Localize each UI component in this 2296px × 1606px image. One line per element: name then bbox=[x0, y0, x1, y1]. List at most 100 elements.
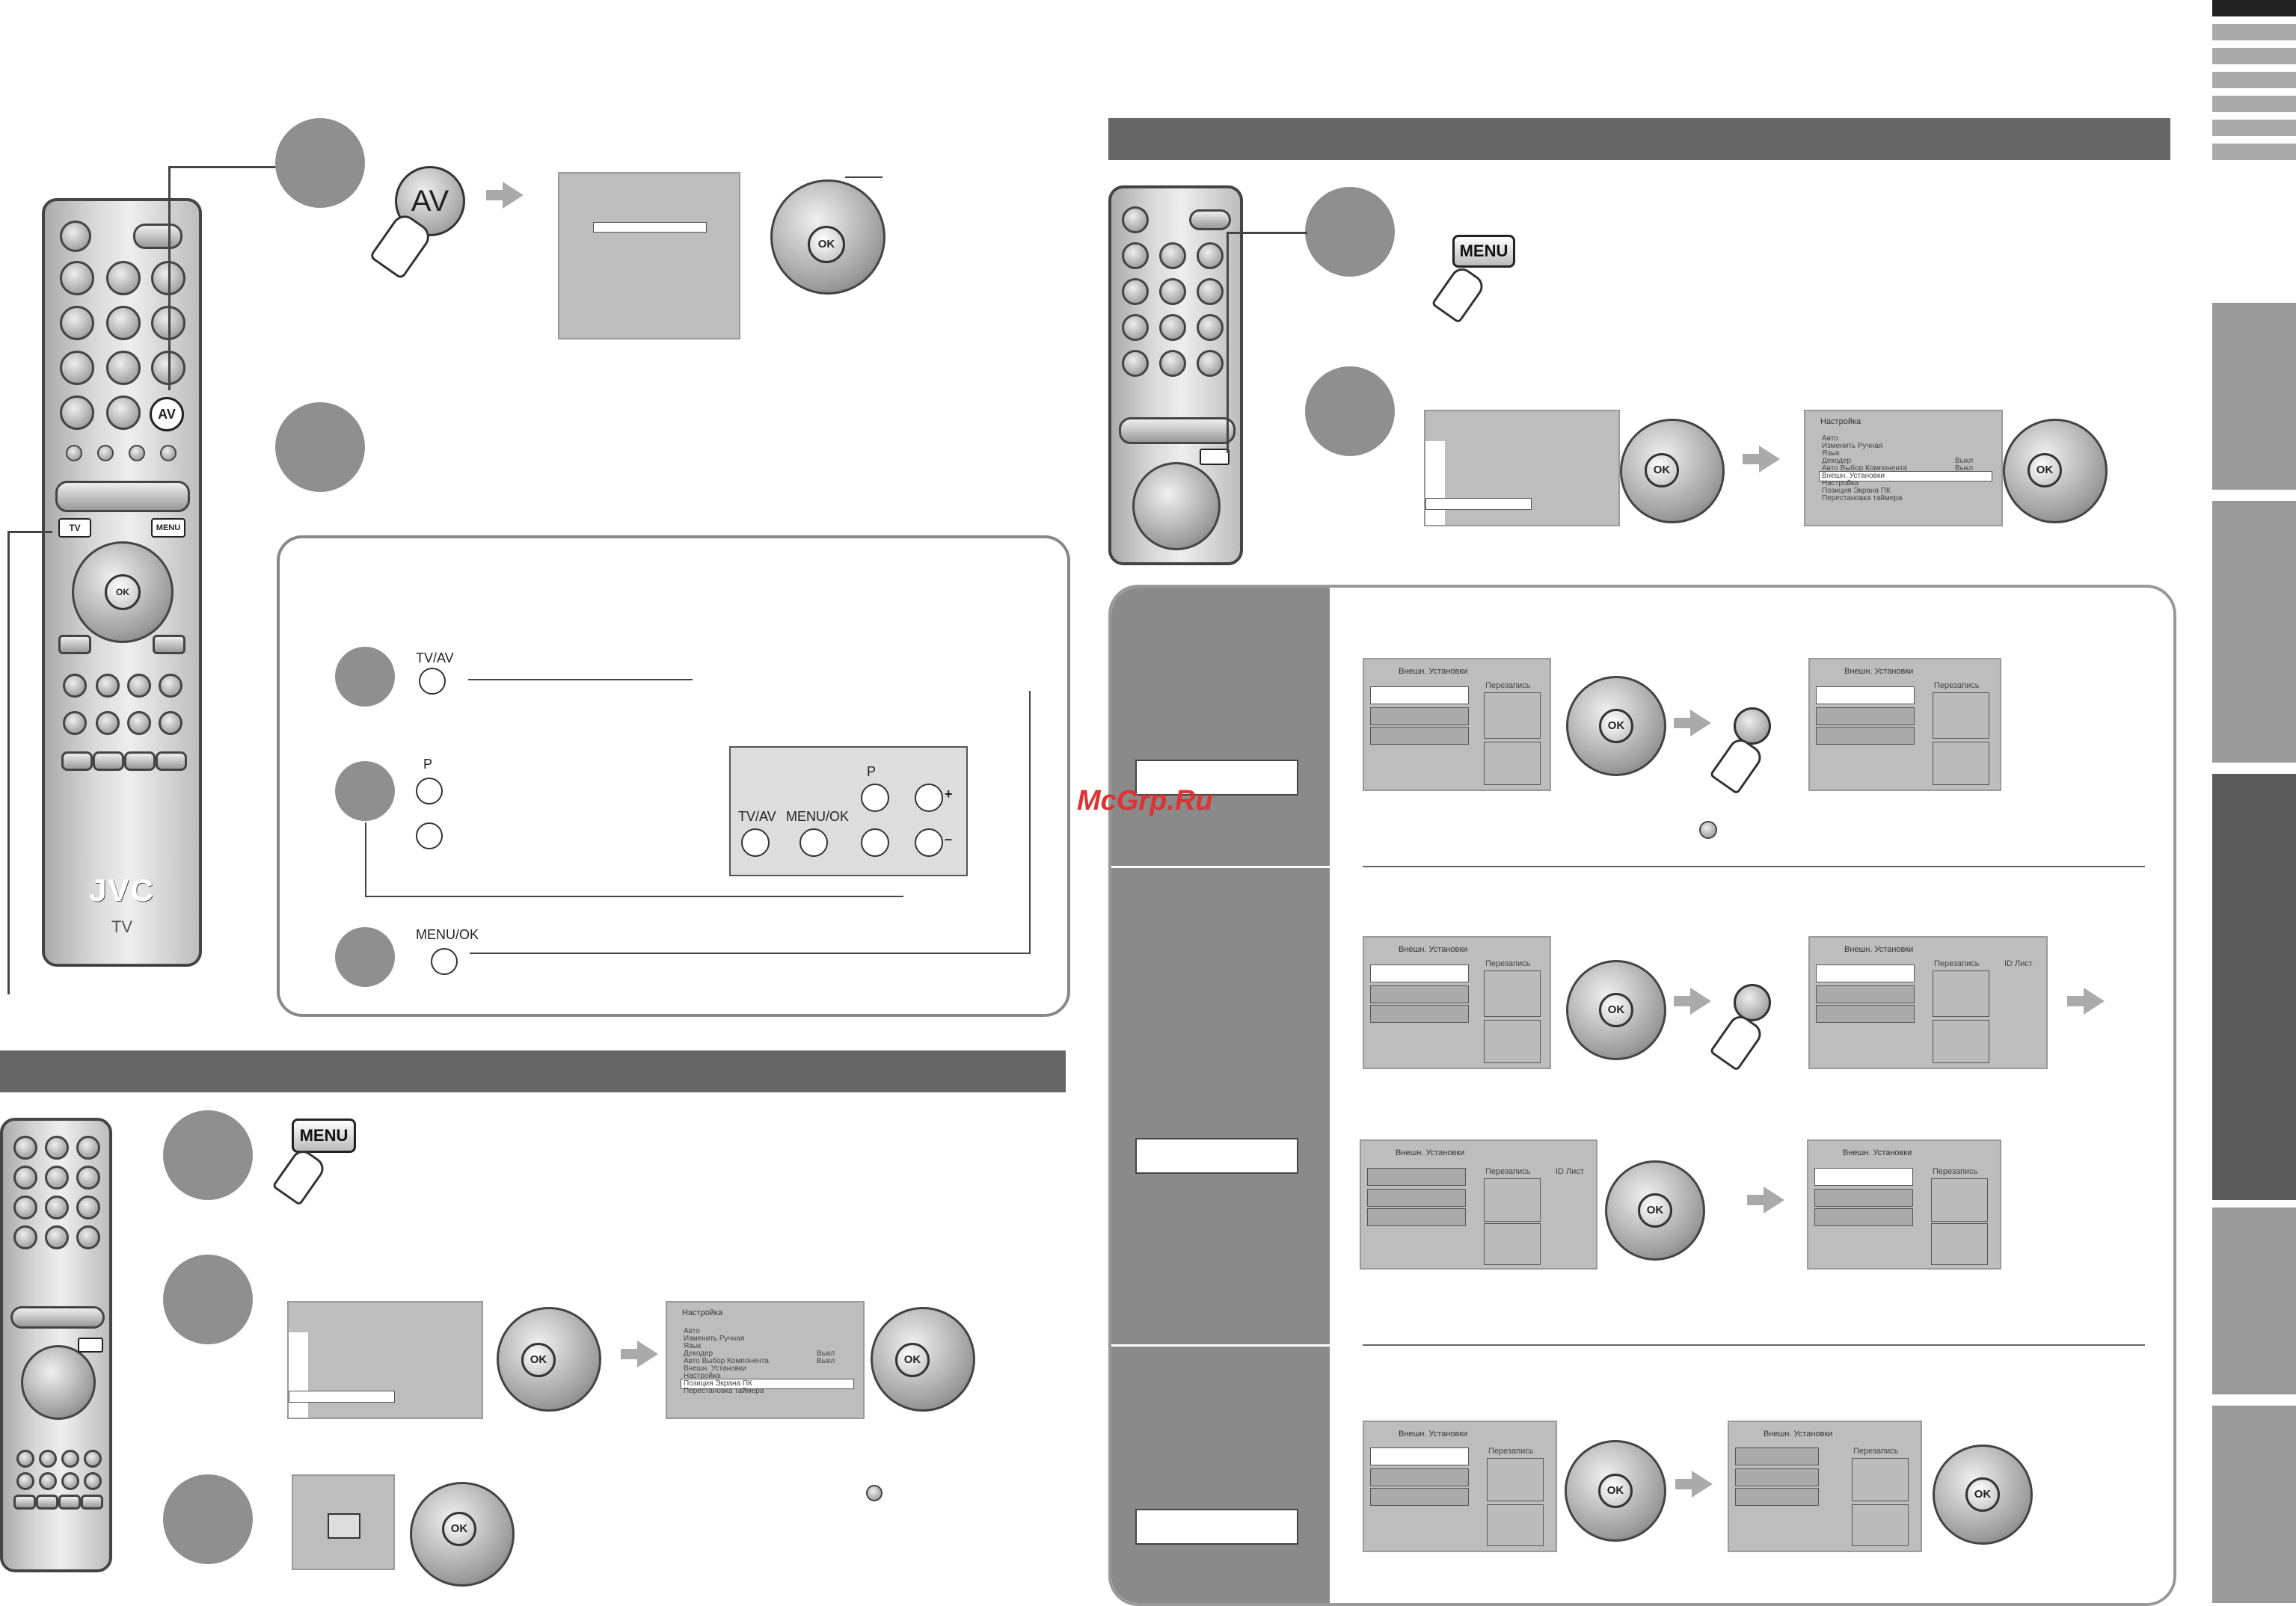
ext-target-box bbox=[1484, 1020, 1541, 1063]
ext-row bbox=[1735, 1468, 1819, 1486]
settings-value: Выкл bbox=[1955, 457, 1974, 465]
ext-target-box bbox=[1933, 970, 1989, 1017]
function-button bbox=[84, 1472, 102, 1490]
ext-row bbox=[1367, 1189, 1466, 1207]
ext-rec-label: Перезапись bbox=[1853, 1447, 1899, 1456]
tv-av-button-icon bbox=[419, 668, 446, 695]
settings-item: Авто bbox=[1822, 434, 1838, 443]
function-button bbox=[39, 1472, 57, 1490]
nav-ok-label: OK bbox=[1607, 1003, 1625, 1016]
connector-line bbox=[1227, 232, 1307, 234]
panel-menu-ok-button bbox=[799, 828, 828, 857]
chapter-tab bbox=[2212, 303, 2296, 490]
settings-item: Декодер bbox=[684, 1350, 713, 1358]
panel-menu-ok-label: MENU/OK bbox=[786, 809, 850, 824]
ext-rec-label: Перезапись bbox=[1934, 959, 1980, 968]
tab-bar bbox=[2212, 96, 2296, 112]
ext-settings-screen: Внешн. Установки Перезапись bbox=[1363, 658, 1551, 791]
number-button bbox=[1159, 314, 1186, 341]
menu-key: MENU bbox=[292, 1119, 356, 1153]
nav-ok-label: OK bbox=[1607, 719, 1625, 732]
tv-button: TV bbox=[58, 518, 91, 538]
ext-target-box bbox=[1484, 970, 1541, 1017]
column-divider bbox=[1111, 866, 1330, 868]
power-button bbox=[133, 224, 182, 249]
ext-title: Внешн. Установки bbox=[1764, 1430, 1833, 1439]
nav-ok-label: OK bbox=[1974, 1488, 1992, 1501]
menu-label: MENU bbox=[156, 523, 181, 532]
color-button bbox=[93, 751, 124, 771]
nav-ok-label: OK bbox=[450, 1522, 468, 1535]
settings-item: Настройка bbox=[684, 1372, 721, 1380]
p-down-button-icon bbox=[416, 822, 443, 849]
function-button bbox=[96, 711, 120, 735]
remote-ok-label: OK bbox=[116, 587, 129, 597]
number-button bbox=[60, 396, 94, 430]
settings-screen: Настройка Авто Изменить Ручная Язык Деко… bbox=[1804, 410, 2003, 526]
nav-ok-button: OK bbox=[1645, 453, 1679, 487]
settings-item: Авто bbox=[684, 1327, 700, 1335]
tab-bar bbox=[2212, 144, 2296, 160]
arrow-right-icon bbox=[621, 1349, 637, 1359]
connector-line bbox=[365, 822, 366, 897]
number-button bbox=[60, 261, 94, 295]
rocker bbox=[10, 1306, 105, 1329]
number-button bbox=[76, 1166, 100, 1190]
tab-bar bbox=[2212, 0, 2296, 16]
highlight-bar bbox=[1819, 471, 1992, 482]
step-circle bbox=[163, 1110, 253, 1200]
nav-ok-button: OK bbox=[1638, 1193, 1672, 1228]
p-up-button-icon bbox=[416, 778, 443, 804]
rocker bbox=[55, 481, 190, 512]
ext-title: Внешн. Установки bbox=[1399, 1430, 1468, 1439]
ext-row bbox=[1367, 1168, 1466, 1186]
av-label: AV bbox=[158, 407, 176, 422]
ext-row bbox=[1814, 1168, 1913, 1186]
menu-key: MENU bbox=[1452, 235, 1515, 268]
number-button bbox=[106, 261, 141, 295]
arrow-right-icon bbox=[1674, 996, 1690, 1006]
position-icon bbox=[328, 1513, 360, 1539]
p-label: P bbox=[423, 757, 433, 772]
number-button bbox=[1122, 242, 1149, 269]
model-label: TV bbox=[111, 917, 133, 936]
number-button bbox=[76, 1196, 100, 1219]
panel-tv-av-button bbox=[741, 828, 770, 857]
color-button bbox=[61, 751, 93, 771]
jvc-logo: JVC bbox=[89, 873, 155, 908]
ext-rec-label: Перезапись bbox=[1485, 959, 1531, 968]
hand-icon bbox=[1431, 263, 1488, 324]
connector-line bbox=[7, 531, 10, 994]
ext-row bbox=[1370, 985, 1469, 1003]
step-circle bbox=[275, 402, 365, 492]
arrow-right-icon bbox=[2084, 988, 2105, 1015]
small-pill bbox=[153, 635, 185, 654]
arrow-right-icon bbox=[1747, 1195, 1764, 1205]
ext-settings-screen: Внешн. Установки Перезапись bbox=[1807, 1139, 2001, 1270]
color-button bbox=[81, 1495, 103, 1510]
ext-rec-label: Перезапись bbox=[1488, 1447, 1534, 1456]
tv-side-panel: TV/AV MENU/OK P + – bbox=[729, 746, 968, 876]
small-pill bbox=[58, 635, 91, 654]
ext-row bbox=[1735, 1447, 1819, 1465]
tab-bar bbox=[2212, 48, 2296, 64]
menu-ok-button-icon bbox=[431, 948, 458, 975]
settings-item: Язык bbox=[1822, 449, 1840, 458]
column-divider bbox=[1111, 1344, 1330, 1347]
main-menu-screen bbox=[287, 1301, 483, 1419]
number-button bbox=[1159, 350, 1186, 377]
small-button bbox=[866, 1485, 883, 1501]
nav-ok-label: OK bbox=[817, 238, 835, 250]
ext-row bbox=[1370, 686, 1469, 704]
nav-ok-label: OK bbox=[530, 1353, 547, 1366]
tv-av-label: TV/AV bbox=[416, 650, 454, 665]
function-button bbox=[96, 674, 120, 698]
number-button bbox=[13, 1136, 37, 1160]
nav-ok-label: OK bbox=[1646, 1204, 1664, 1216]
ext-rec-label: Перезапись bbox=[1933, 1167, 1978, 1176]
settings-screen: Настройка Авто Изменить Ручная Язык Деко… bbox=[666, 1301, 865, 1419]
remote-control: AV TV MENU OK JVC TV bbox=[42, 198, 202, 967]
panel-p-up-button bbox=[861, 784, 889, 812]
nav-ok-button: OK bbox=[1599, 993, 1633, 1027]
av-key-label: AV bbox=[411, 185, 449, 218]
